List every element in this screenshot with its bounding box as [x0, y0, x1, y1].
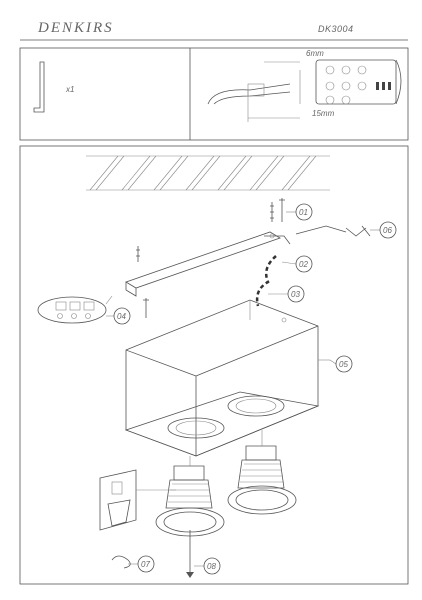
housing-bottom-frame: [124, 391, 320, 457]
svg-text:03: 03: [291, 290, 300, 299]
ceiling-hatch: [86, 155, 330, 191]
wire-strip-illustration: [207, 61, 301, 122]
svg-text:05: 05: [339, 360, 348, 369]
left-lamp-module: [155, 456, 225, 537]
svg-text:08: 08: [207, 562, 216, 571]
svg-text:06: 06: [383, 226, 392, 235]
gu10-bulb-detail: [99, 469, 176, 531]
callout-02: 02: [281, 255, 313, 273]
callout-01: 01: [286, 203, 313, 221]
callout-07: 07: [128, 555, 155, 573]
terminal-block-illustration: [315, 59, 402, 105]
svg-text:07: 07: [141, 560, 150, 569]
power-cable: [255, 255, 277, 307]
wire-length-label: 15mm: [312, 109, 335, 118]
svg-text:01: 01: [299, 208, 308, 217]
mounting-plate: [125, 231, 291, 297]
svg-text:02: 02: [299, 260, 308, 269]
terminal-block-detail: [37, 295, 113, 324]
callout-03: 03: [268, 285, 305, 303]
hex-key-icon: [33, 61, 45, 113]
brand-name: DENKIRS: [38, 20, 114, 36]
svg-text:04: 04: [117, 312, 126, 321]
retaining-clip: [111, 530, 194, 578]
strip-length-label: 6mm: [306, 49, 324, 58]
ceiling-screws: [136, 198, 285, 262]
callout-06: 06: [370, 221, 397, 239]
luminaire-housing: [125, 299, 319, 457]
right-lamp-module: [227, 430, 297, 515]
callout-04: 04: [106, 307, 131, 325]
top-panel: [19, 47, 409, 141]
plate-screw: [143, 298, 149, 318]
quantity-label: x1: [65, 85, 74, 94]
callout-08: 08: [194, 557, 221, 575]
model-number: DK3004: [318, 24, 354, 34]
wire-connector: [295, 225, 371, 237]
callout-05: 05: [329, 355, 353, 373]
main-panel: [19, 145, 409, 585]
